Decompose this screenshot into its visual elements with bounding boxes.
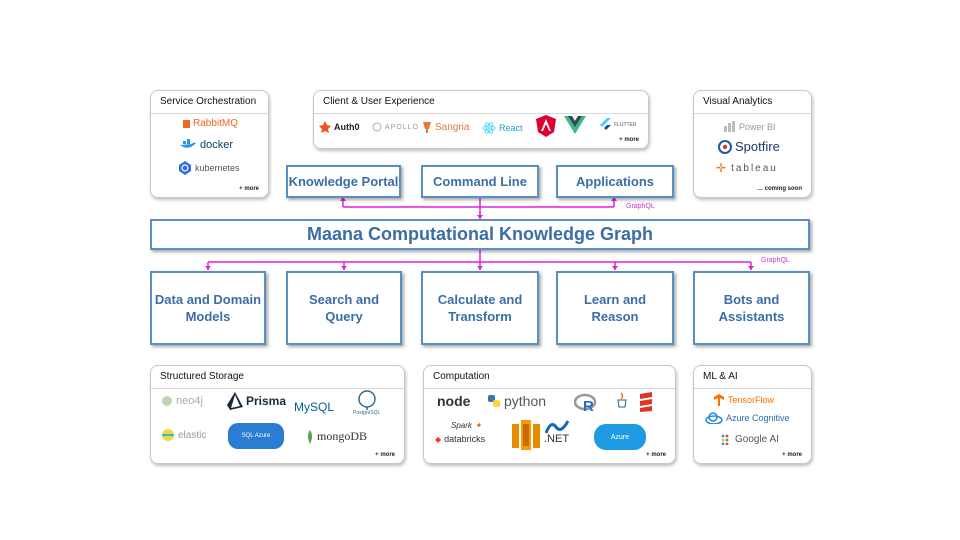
scala-stairs-icon xyxy=(640,392,652,412)
computation-panel: Computation node python R Spark✦ ◆ datab… xyxy=(423,365,676,464)
command-line-button[interactable]: Command Line xyxy=(421,165,539,198)
svg-text:R: R xyxy=(583,398,594,413)
auth0-logo: Auth0 xyxy=(319,121,360,133)
tableau-logo: ✛ tableau xyxy=(716,161,778,175)
databricks-logo: ◆ databricks xyxy=(435,434,486,444)
more-link[interactable]: + more xyxy=(619,137,639,143)
capability-bots-assistants[interactable]: Bots and Assistants xyxy=(693,271,810,345)
capability-learn-reason[interactable]: Learn and Reason xyxy=(556,271,674,345)
elastic-logo: elastic xyxy=(161,428,206,442)
mongodb-leaf-icon xyxy=(308,429,312,444)
docker-logo: docker xyxy=(179,139,233,151)
panel-title: Service Orchestration xyxy=(151,91,268,114)
spark-star-icon: ✦ xyxy=(474,421,482,430)
powerbi-logo: Power BI xyxy=(724,121,776,132)
graphql-label-bottom: GraphQL xyxy=(761,257,790,264)
panel-title: Structured Storage xyxy=(151,366,404,389)
prisma-logo: Prisma xyxy=(227,392,286,410)
vue-v-icon xyxy=(564,116,586,134)
apollo-icon xyxy=(372,122,382,132)
visual-analytics-panel: Visual Analytics Power BI Spotfire ✛ tab… xyxy=(693,90,812,198)
r-language-icon: R xyxy=(574,393,597,413)
sangria-logo: Sangria xyxy=(422,121,469,133)
scala-logo xyxy=(640,392,652,412)
more-link[interactable]: + more xyxy=(239,186,259,192)
angular-shield-icon xyxy=(536,115,556,137)
nodejs-logo: node xyxy=(437,393,471,409)
angular-logo xyxy=(536,115,556,137)
panel-title: ML & AI xyxy=(694,366,811,389)
google-ai-logo: Google AI xyxy=(721,434,779,445)
powerbi-bars-icon xyxy=(724,121,735,132)
mysql-logo: MySQL xyxy=(294,400,335,414)
flutter-icon xyxy=(600,118,611,130)
flutter-logo: Flutter xyxy=(599,118,637,132)
service-orchestration-panel: Service Orchestration RabbitMQ docker ku… xyxy=(150,90,269,198)
prisma-triangle-icon xyxy=(227,392,243,410)
mongodb-logo: mongoDB xyxy=(306,429,367,444)
google-ai-dots-icon xyxy=(721,434,729,445)
tensorflow-logo: TensorFlow xyxy=(714,394,774,406)
capability-calculate-transform[interactable]: Calculate and Transform xyxy=(421,271,539,345)
sangria-glass-icon xyxy=(423,122,431,133)
databricks-icon: ◆ xyxy=(435,434,442,444)
python-logo: python xyxy=(487,393,546,409)
rabbit-icon xyxy=(183,119,190,128)
capability-search-query[interactable]: Search and Query xyxy=(286,271,402,345)
capability-data-domain-models[interactable]: Data and Domain Models xyxy=(150,271,266,345)
aws-lambda-logo xyxy=(512,420,540,450)
java-cup-icon xyxy=(617,392,627,408)
vue-logo xyxy=(564,116,586,134)
postgresql-elephant-icon xyxy=(357,390,376,410)
graphql-label-top: GraphQL xyxy=(626,203,655,210)
azure-logo: Azure xyxy=(594,424,646,450)
java-logo xyxy=(616,392,628,410)
apollo-logo: APOLLO xyxy=(372,122,419,132)
knowledge-graph-bar[interactable]: Maana Computational Knowledge Graph xyxy=(150,219,810,250)
tableau-cross-icon: ✛ xyxy=(716,161,729,175)
neo4j-icon xyxy=(162,396,172,406)
panel-title: Client & User Experience xyxy=(314,91,648,114)
coming-soon-note: … coming soon xyxy=(757,186,802,192)
kubernetes-logo: kubernetes xyxy=(178,161,240,175)
structured-storage-panel: Structured Storage neo4j Prisma MySQL Po… xyxy=(150,365,405,464)
r-logo: R xyxy=(574,393,598,413)
postgresql-logo: PostgreSQL xyxy=(353,390,380,416)
rabbitmq-logo: RabbitMQ xyxy=(183,118,238,129)
react-atom-icon xyxy=(482,122,496,134)
azure-cloud-icon xyxy=(705,412,723,424)
applications-button[interactable]: Applications xyxy=(556,165,674,198)
aws-lambda-icon xyxy=(512,420,540,450)
panel-title: Visual Analytics xyxy=(694,91,811,114)
react-logo: React xyxy=(482,122,523,134)
more-link[interactable]: + more xyxy=(375,452,395,458)
neo4j-logo: neo4j xyxy=(161,395,203,407)
sql-azure-logo: SQL Azure xyxy=(228,423,284,449)
dotnet-label: .NET xyxy=(544,433,570,445)
python-snakes-icon xyxy=(488,395,500,407)
client-ux-panel: Client & User Experience Auth0 APOLLO Sa… xyxy=(313,90,649,149)
elastic-icon xyxy=(162,429,174,441)
more-link[interactable]: + more xyxy=(646,452,666,458)
dotnet-logo: .NET xyxy=(544,420,569,445)
spotfire-logo: Spotfire xyxy=(718,139,780,154)
docker-whale-icon xyxy=(180,139,196,148)
ml-ai-panel: ML & AI TensorFlow Azure Cognitive Googl… xyxy=(693,365,812,464)
dotnet-wave-icon xyxy=(544,420,569,434)
panel-title: Computation xyxy=(424,366,675,389)
azure-cognitive-logo: Azure Cognitive xyxy=(705,412,790,424)
kubernetes-wheel-icon xyxy=(179,161,191,175)
tensorflow-icon xyxy=(714,394,724,406)
spotfire-target-icon xyxy=(718,139,732,154)
spark-logo: Spark✦ xyxy=(451,421,482,430)
auth0-star-icon xyxy=(319,121,331,133)
knowledge-portal-button[interactable]: Knowledge Portal xyxy=(286,165,401,198)
more-link[interactable]: + more xyxy=(782,452,802,458)
